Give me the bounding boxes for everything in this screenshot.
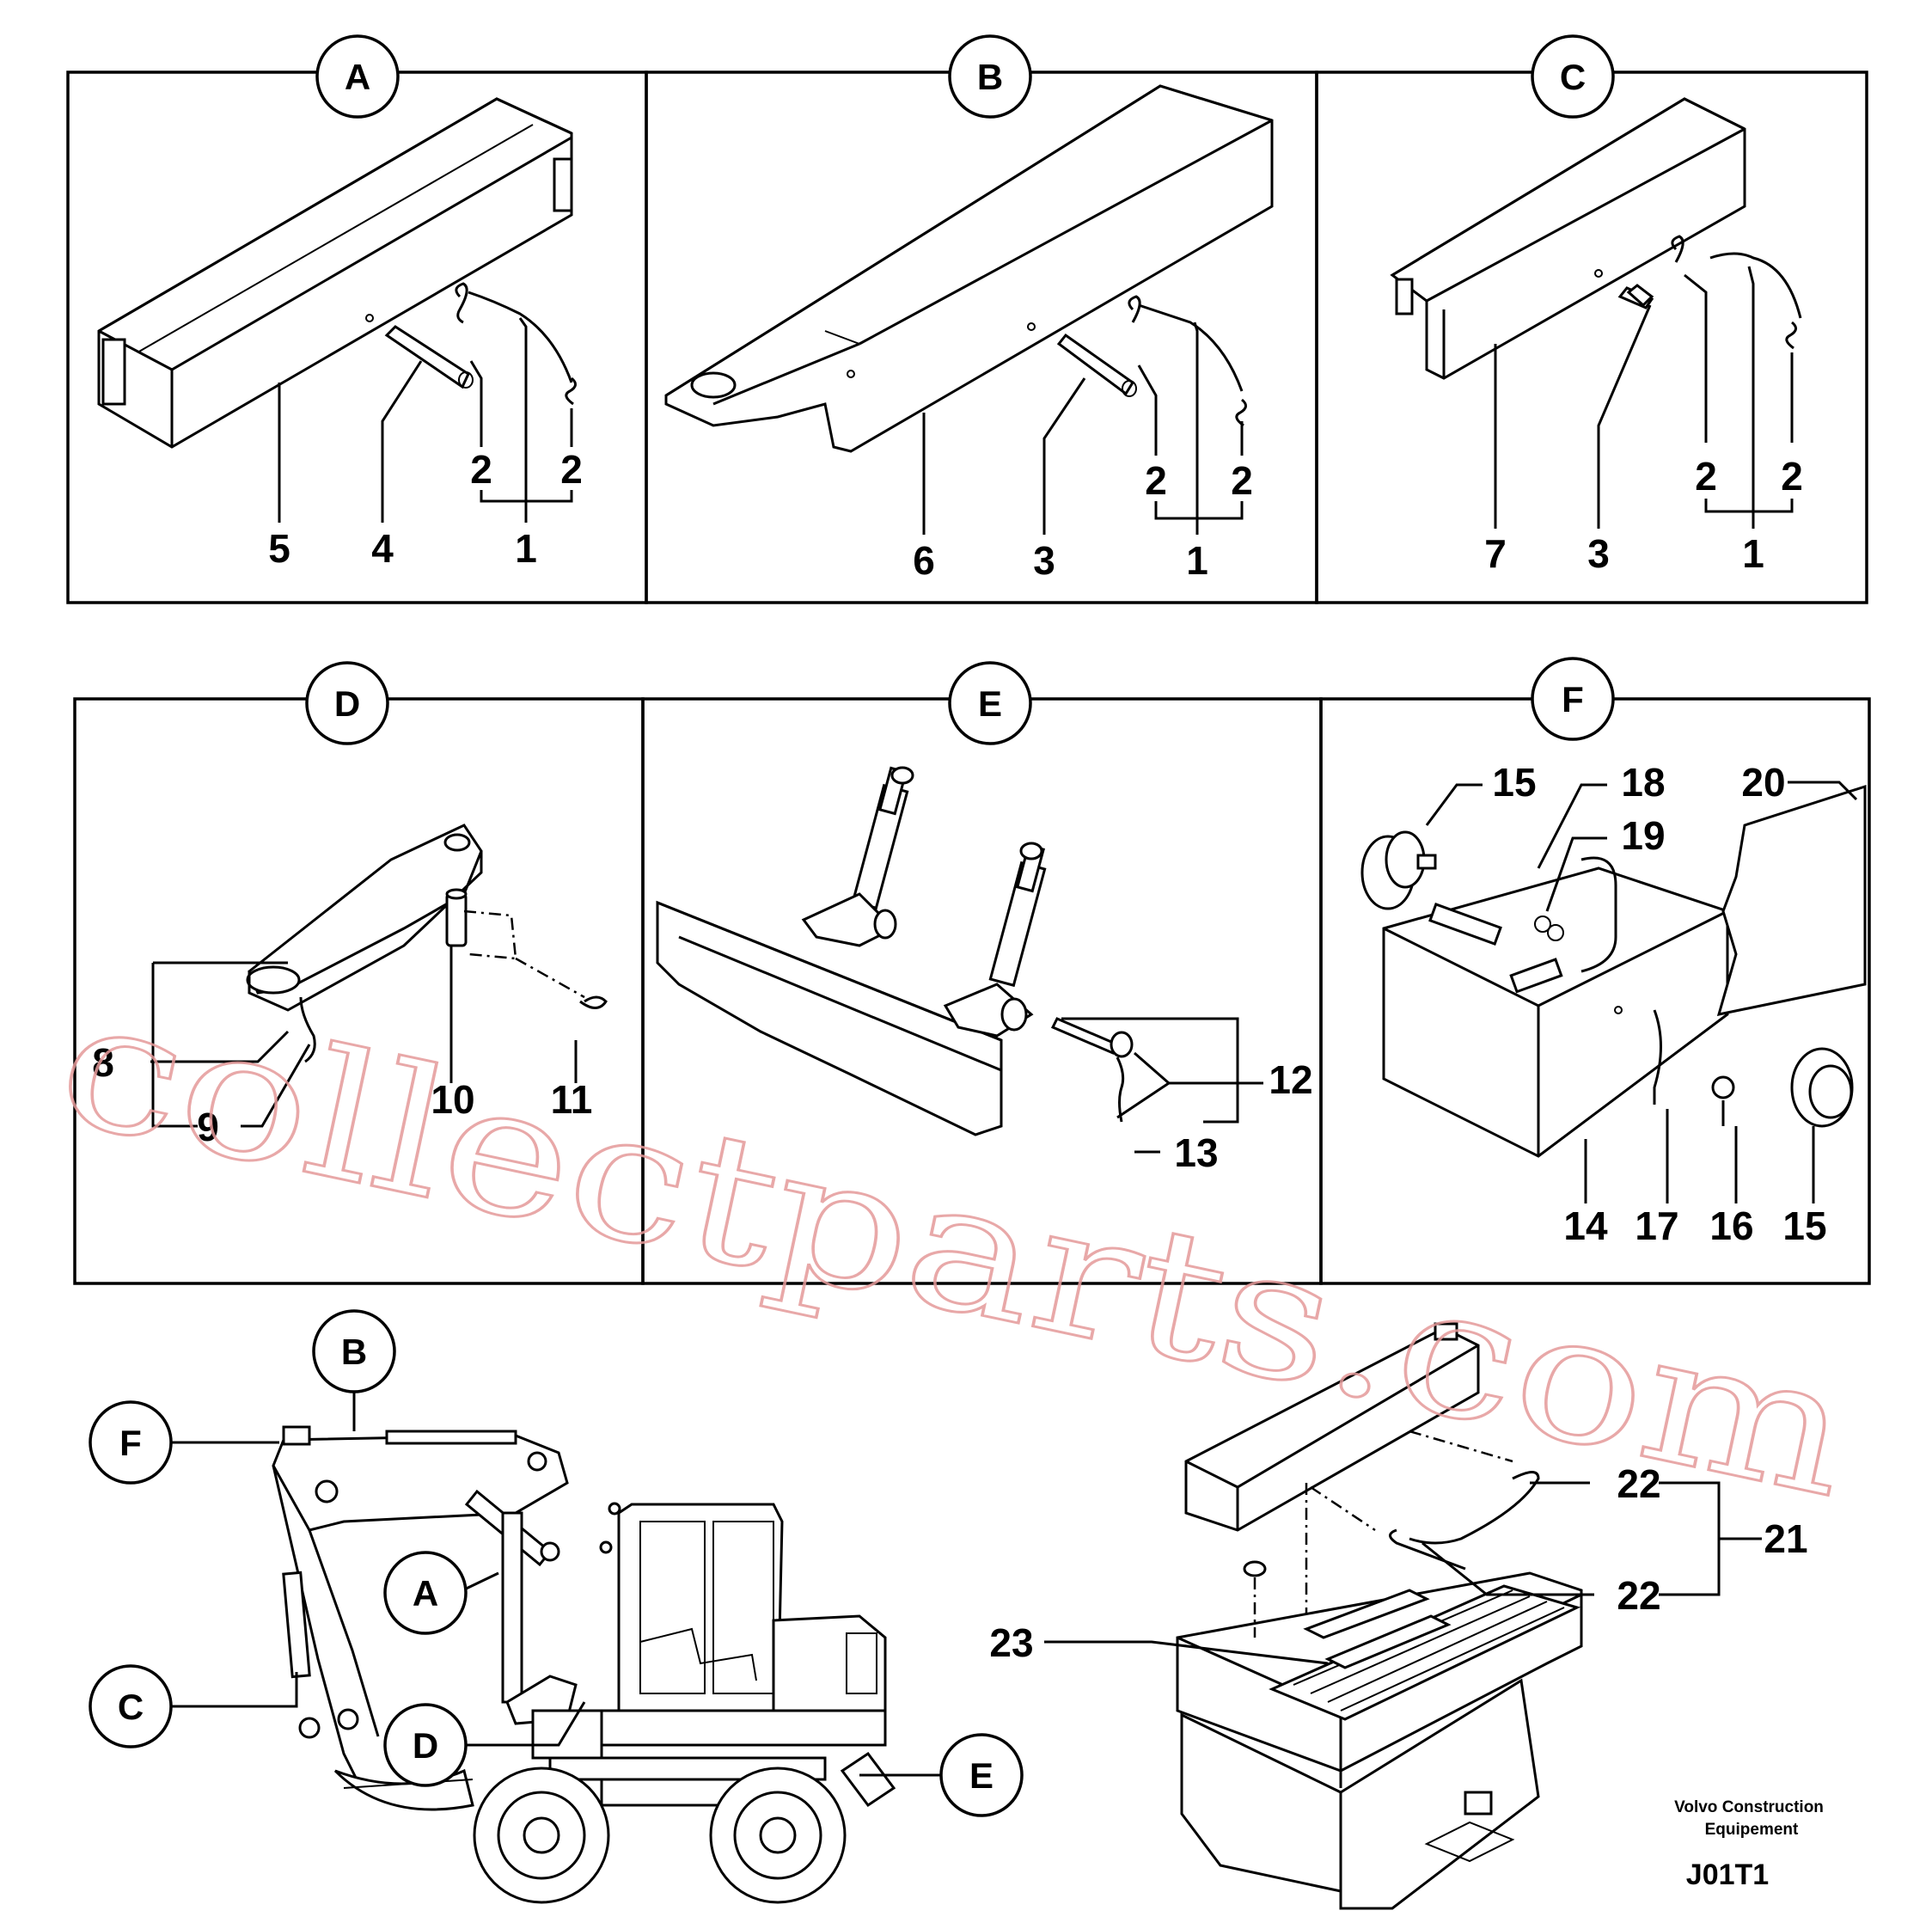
- panel-e: [641, 697, 1323, 1285]
- panel-f: [1319, 697, 1871, 1285]
- callout-f-19: 19: [1621, 813, 1665, 858]
- bubble-e: E: [948, 661, 1032, 745]
- callout-c-2-left: 2: [1695, 454, 1717, 499]
- callout-f-16: 16: [1709, 1203, 1753, 1248]
- callout-d-8: 8: [92, 1040, 114, 1085]
- callout-f-15-top: 15: [1492, 760, 1536, 805]
- callout-c-7: 7: [1484, 531, 1507, 576]
- counterweight-view: [1044, 1322, 1762, 1910]
- panel-d: [73, 697, 645, 1285]
- svg-text:E: E: [978, 683, 1002, 724]
- callout-b-2-right: 2: [1231, 458, 1253, 503]
- overview-bubble-c: C: [89, 1664, 173, 1748]
- svg-text:C: C: [118, 1687, 144, 1727]
- bubble-a: A: [315, 34, 400, 119]
- callout-b-1: 1: [1186, 538, 1208, 583]
- callout-f-15-bottom: 15: [1782, 1203, 1826, 1248]
- bubble-f: F: [1531, 657, 1615, 741]
- callout-a-5: 5: [268, 526, 290, 571]
- panel-c: [1315, 70, 1868, 604]
- credit-line-2: Equipement: [1705, 1821, 1799, 1839]
- panel-a: [66, 70, 648, 604]
- callout-c-3: 3: [1587, 531, 1610, 576]
- callout-22-bottom: 22: [1617, 1573, 1660, 1618]
- bubble-d: D: [305, 661, 389, 745]
- figure-code: J01T1: [1686, 1859, 1769, 1891]
- overview-bubble-e: E: [939, 1733, 1024, 1817]
- credit-line-1: Volvo Construction: [1674, 1798, 1824, 1816]
- callout-e-13: 13: [1174, 1130, 1218, 1175]
- callout-a-4: 4: [371, 526, 394, 571]
- svg-text:D: D: [413, 1725, 438, 1766]
- svg-text:C: C: [1560, 57, 1586, 97]
- svg-text:B: B: [977, 57, 1003, 97]
- overview-bubble-f: F: [89, 1400, 173, 1485]
- svg-text:B: B: [341, 1332, 367, 1372]
- svg-text:F: F: [119, 1423, 142, 1463]
- overview-bubble-d: D: [383, 1703, 468, 1787]
- callout-f-17: 17: [1635, 1203, 1678, 1248]
- callout-d-11: 11: [551, 1077, 593, 1122]
- callout-b-2-left: 2: [1145, 458, 1167, 503]
- svg-text:A: A: [345, 57, 370, 97]
- overview-bubble-a: A: [383, 1551, 468, 1635]
- callout-c-2-right: 2: [1781, 454, 1803, 499]
- callout-a-1: 1: [515, 526, 537, 571]
- callout-b-6: 6: [913, 538, 935, 583]
- panel-b: [645, 70, 1318, 604]
- svg-text:D: D: [334, 683, 360, 724]
- overview-bubble-b: B: [312, 1309, 396, 1393]
- svg-text:A: A: [413, 1573, 438, 1614]
- callout-d-10: 10: [431, 1077, 474, 1122]
- callout-d-9: 9: [197, 1105, 219, 1149]
- excavator-overview: [172, 1374, 945, 1904]
- callout-a-2-left: 2: [470, 447, 492, 492]
- svg-text:F: F: [1562, 679, 1584, 720]
- callout-a-2-right: 2: [560, 447, 583, 492]
- callout-22-top: 22: [1617, 1461, 1660, 1506]
- callout-f-18: 18: [1621, 760, 1665, 805]
- bubble-b: B: [948, 34, 1032, 119]
- callout-23: 23: [989, 1620, 1033, 1665]
- svg-text:E: E: [969, 1755, 994, 1796]
- callout-21: 21: [1764, 1516, 1807, 1561]
- callout-c-1: 1: [1742, 531, 1764, 576]
- callout-f-14: 14: [1563, 1203, 1608, 1248]
- callout-b-3: 3: [1033, 538, 1055, 583]
- callout-f-20: 20: [1741, 760, 1785, 805]
- bubble-c: C: [1531, 34, 1615, 119]
- callout-e-12: 12: [1269, 1057, 1312, 1102]
